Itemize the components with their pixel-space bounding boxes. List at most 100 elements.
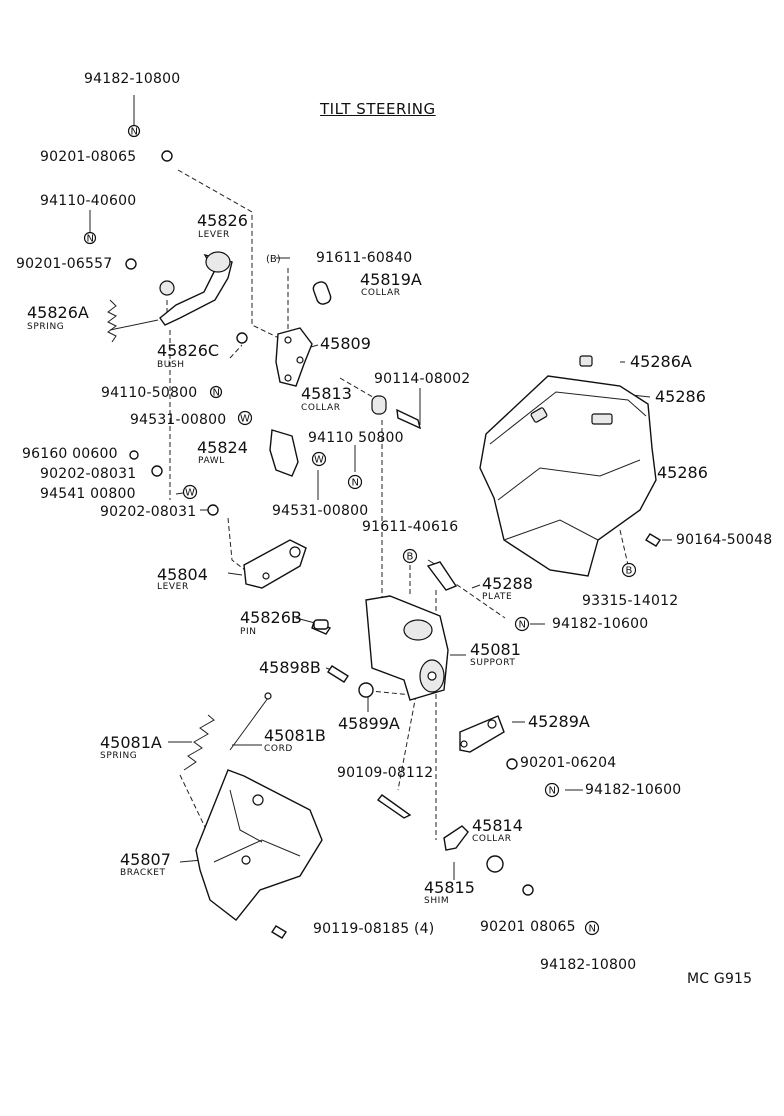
part-description: SUPPORT [470, 658, 516, 668]
svg-text:B: B [626, 566, 633, 577]
svg-text:B: B [407, 552, 414, 563]
washer-icon [151, 465, 163, 477]
part-number: 94541 00800 [40, 486, 136, 502]
part-number: 45809 [320, 334, 371, 353]
cover-slot-icon [591, 413, 613, 425]
part-number: 93315-14012 [582, 593, 679, 609]
part-number: 94182-10600 [585, 782, 682, 798]
part-number: 94531-00800 [272, 503, 369, 519]
washer-icon [236, 332, 248, 344]
collar-icon [312, 281, 332, 305]
pin-icon [313, 619, 329, 630]
svg-text:N: N [589, 924, 596, 935]
part-number: 45826B [240, 608, 302, 627]
svg-text:N: N [131, 127, 138, 138]
assembly-line [339, 377, 379, 401]
bracket-45807-icon [195, 769, 323, 921]
collar-icon [358, 682, 374, 698]
b-symbol: B [402, 548, 418, 564]
plate-icon [426, 561, 458, 591]
part-number: 91611-40616 [362, 519, 459, 535]
n-symbol: N [544, 782, 560, 798]
part-number: 91611-60840 [316, 250, 413, 266]
part-description: BRACKET [120, 868, 166, 878]
washer-icon [506, 758, 518, 770]
collar-icon [486, 855, 504, 873]
lever-45826-icon [159, 253, 233, 326]
bracket-45289a-icon [459, 715, 505, 753]
assembly-line [619, 529, 629, 566]
n-symbol: N [347, 474, 363, 490]
bolt-icon [376, 794, 412, 819]
b-paren-symbol: (B) [266, 254, 281, 265]
part-number: 94110 50800 [308, 430, 404, 446]
part-number: 45081 [470, 640, 521, 659]
part-description: SHIM [424, 896, 450, 906]
part-number: 45289A [528, 712, 590, 731]
n-symbol: N [83, 231, 97, 245]
washer-icon [207, 504, 219, 516]
part-description: SPRING [27, 322, 65, 332]
part-number: 96160 00600 [22, 446, 118, 462]
lever-45809-icon [275, 327, 313, 387]
part-description: COLLAR [301, 403, 341, 413]
leader-line [471, 584, 481, 589]
part-description: BUSH [157, 360, 185, 370]
leader-line [295, 617, 316, 624]
lever-knob-icon [205, 251, 231, 273]
n-symbol: N [209, 385, 223, 399]
leader-line [109, 319, 159, 331]
washer-icon [129, 450, 139, 460]
n-symbol: N [584, 920, 600, 936]
part-description: LEVER [157, 582, 189, 592]
spring-icon [107, 299, 117, 343]
w-symbol: W [237, 410, 253, 426]
part-number: 90114-08002 [374, 371, 471, 387]
part-description: CORD [264, 744, 293, 754]
collar-icon [371, 395, 387, 415]
part-description: PLATE [482, 592, 513, 602]
svg-text:N: N [519, 620, 526, 631]
part-description: PIN [240, 627, 257, 637]
bolt-icon [271, 925, 287, 939]
n-symbol: N [127, 124, 141, 138]
part-number: 94182-10800 [84, 71, 181, 87]
part-number: 90201-08065 [40, 149, 137, 165]
svg-text:N: N [549, 786, 556, 797]
n-symbol: N [514, 616, 530, 632]
w-symbol: W [182, 484, 198, 500]
part-number: 90201 08065 [480, 919, 576, 935]
assembly-line [229, 344, 243, 359]
part-number: 45807 [120, 850, 171, 869]
washer-icon [522, 884, 534, 896]
column-cover-icon [479, 375, 657, 577]
svg-text:N: N [87, 234, 94, 245]
part-number: 90119-08185 (4) [313, 921, 435, 937]
part-description: COLLAR [472, 834, 512, 844]
part-number: 45819A [360, 270, 422, 289]
part-number: 45899A [338, 714, 400, 733]
part-number: 45824 [197, 438, 248, 457]
washer-icon [161, 150, 173, 162]
svg-text:W: W [314, 455, 324, 466]
part-number: 45813 [301, 384, 352, 403]
screw-icon [645, 533, 661, 547]
part-description: COLLAR [361, 288, 401, 298]
part-number: 90164-50048 [676, 532, 773, 548]
part-number: 94182-10800 [540, 957, 637, 973]
part-number: 90201-06557 [16, 256, 113, 272]
assembly-line [397, 694, 417, 791]
svg-text:W: W [185, 488, 195, 499]
svg-text:N: N [352, 478, 359, 489]
part-number: 90202-08031 [40, 466, 137, 482]
part-number: 90201-06204 [520, 755, 617, 771]
assembly-line [177, 169, 284, 341]
part-description: LEVER [198, 230, 230, 240]
part-number: 45826C [157, 341, 220, 360]
part-number: 94110-40600 [40, 193, 137, 209]
cover-cap-icon [579, 355, 593, 367]
cover-slot-icon [530, 407, 548, 423]
part-number: 45081B [264, 726, 326, 745]
part-number: 45898B [259, 658, 321, 677]
